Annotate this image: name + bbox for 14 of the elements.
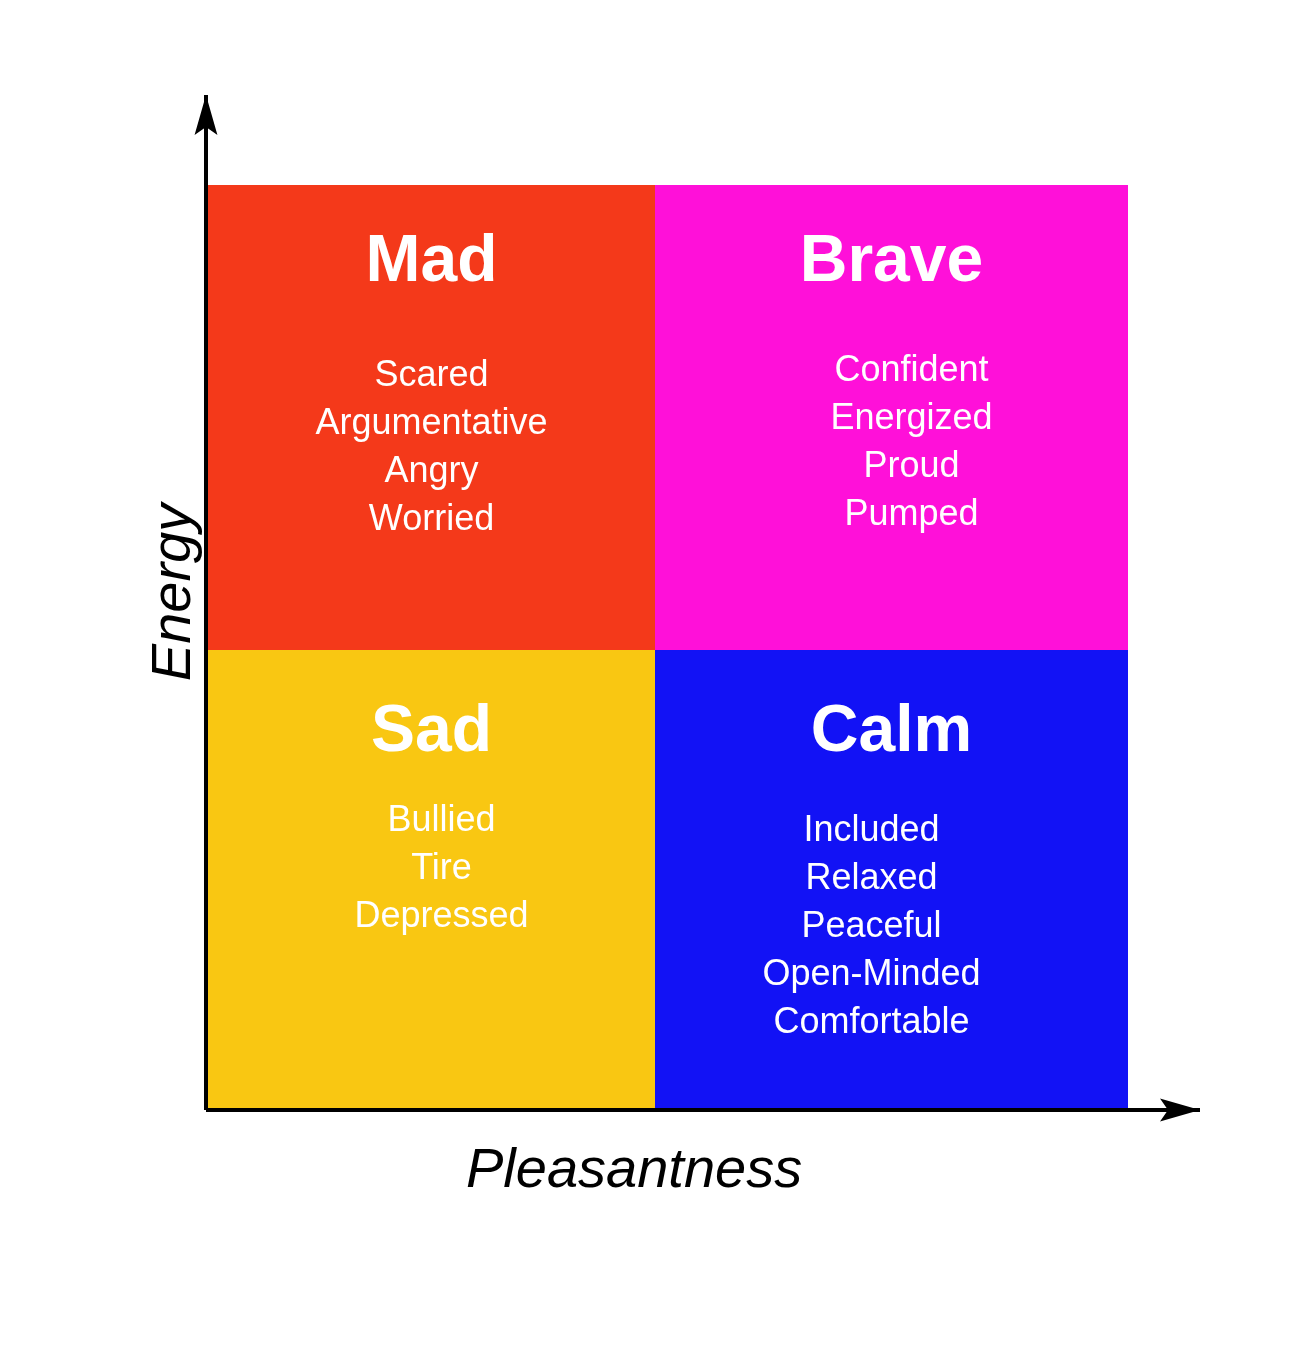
quadrant-panel	[208, 650, 655, 1110]
quadrant-panel	[655, 650, 1128, 1110]
emotion-list: Included Relaxed Peaceful Open-Minded Comfortable	[762, 805, 981, 1045]
emotion-list: Confident Energized Proud Pumped	[830, 345, 993, 537]
emotion-list: Bullied Tire Depressed	[354, 795, 529, 939]
axis-label: Pleasantness	[466, 1135, 803, 1200]
quadrant-title: Mad	[364, 225, 499, 291]
quadrant-panel	[655, 185, 1128, 650]
axis-label: Energy	[137, 500, 203, 684]
quadrant-title: Sad	[369, 695, 493, 761]
quadrant-title: Brave	[798, 225, 985, 291]
emotion-list: Scared Argumentative Angry Worried	[315, 350, 548, 542]
quadrant-panel	[208, 185, 655, 650]
quadrant-title: Calm	[809, 695, 974, 761]
